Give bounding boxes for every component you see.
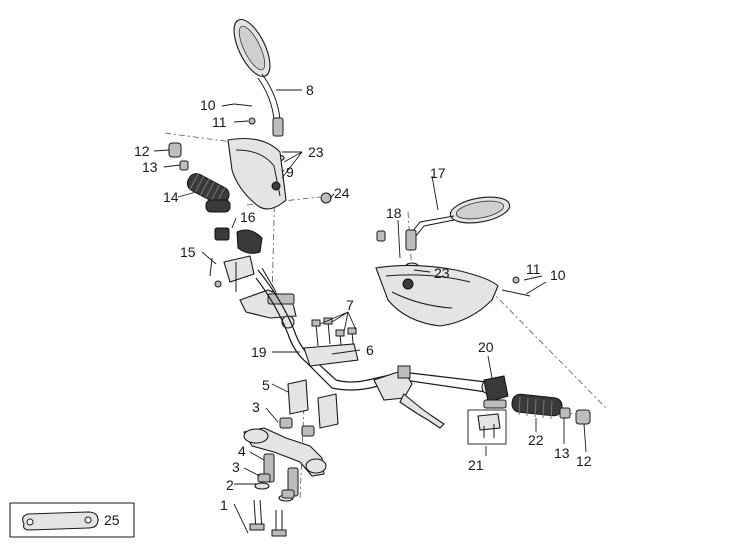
nut-24 [320,192,386,242]
callout-22: 22 [528,432,544,448]
callout-19: 19 [251,344,267,360]
callout-3b: 3 [232,459,240,475]
leader-lines [153,89,587,534]
lower-clamps [287,379,339,429]
callout-12a: 12 [134,143,150,159]
left-switch-assembly [209,227,263,292]
right-switch-assembly [467,375,509,445]
callout-18: 18 [386,205,402,221]
callout-10b: 10 [550,267,566,283]
callout-16: 16 [240,209,256,225]
right-brake-lever [373,365,445,429]
clamp-dampers [279,417,315,437]
callout-24: 24 [334,185,350,201]
callout-5: 5 [262,377,270,393]
right-grip-assembly [511,393,591,425]
callout-12b: 12 [576,453,592,469]
callout-15: 15 [180,244,196,260]
callout-6: 6 [366,342,374,358]
callout-1: 1 [220,497,228,513]
top-yoke [243,427,327,477]
callout-7: 7 [346,297,354,313]
risers-and-bolts [249,453,299,537]
callout-10a: 10 [200,97,216,113]
callout-8: 8 [306,82,314,98]
callout-25: 25 [104,512,120,528]
callout-11b: 11 [526,261,541,277]
callout-21: 21 [468,457,484,473]
callout-4: 4 [238,443,246,459]
left-mirror [233,19,285,162]
callout-20: 20 [478,339,494,355]
callout-13a: 13 [142,159,158,175]
right-mirror [405,196,511,270]
callout-14: 14 [163,189,179,205]
left-lever-master-cylinder [239,267,297,329]
right-guard-screw [501,276,531,297]
left-hand-guard [227,137,287,210]
callout-17: 17 [430,165,446,181]
callout-13b: 13 [554,445,570,461]
callout-11a: 11 [212,114,227,130]
callout-23b: 23 [434,265,450,281]
callout-3a: 3 [252,399,260,415]
callout-labels: 1 2 3 4 3 5 6 7 8 9 10 11 12 13 14 15 16… [104,82,592,528]
callout-2: 2 [226,477,234,493]
callout-9: 9 [286,164,294,180]
right-hand-guard [375,264,499,327]
left-guard-screw [233,103,256,125]
callout-23a: 23 [308,144,324,160]
clamp-screws-and-upper-clamp [303,317,359,367]
tool-box [9,502,135,538]
